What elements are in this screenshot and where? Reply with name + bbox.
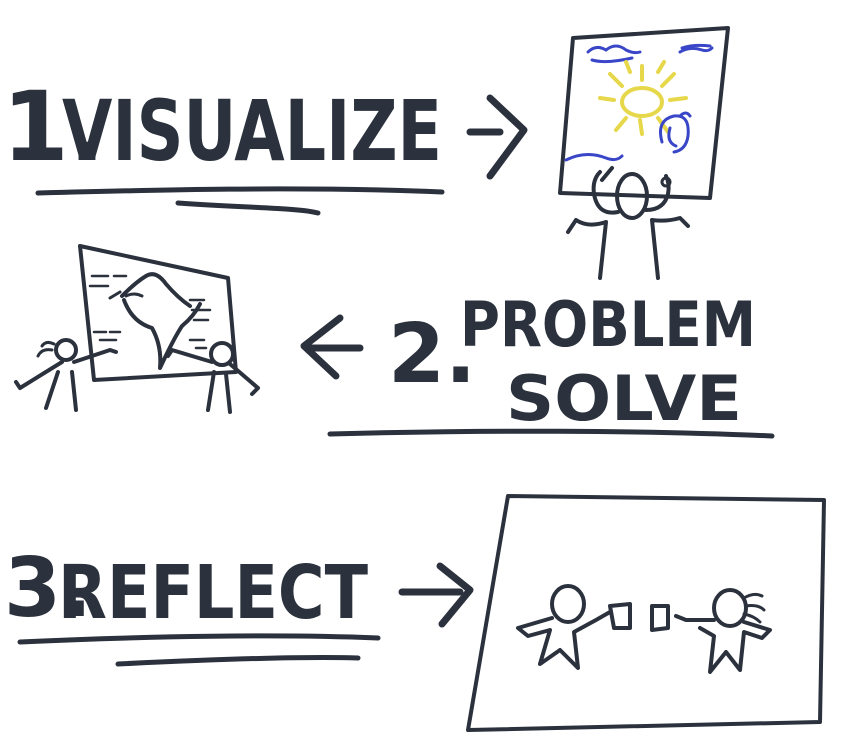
step-3-reflect: 3. Reflect [4, 494, 826, 732]
step-1-title: Visualize [62, 82, 442, 180]
whiteboard-team-icon [14, 244, 260, 414]
step-2-title-line2: Solve [506, 362, 742, 435]
step-1-number: 1. [2, 71, 105, 183]
right-arrow-icon [398, 562, 474, 628]
step-3-title: Reflect [58, 550, 368, 636]
step-1-underline [35, 186, 445, 216]
right-arrow-icon [466, 94, 528, 180]
toasting-people-icon [466, 494, 826, 732]
painting-person-icon [558, 26, 730, 280]
step-2-problem-solve: 2. Problem Solve [14, 244, 775, 439]
step-2-underline [327, 428, 775, 439]
left-arrow-icon [300, 314, 364, 380]
step-1-visualize: 1. Visualize [2, 26, 730, 280]
step-3-number: 3. [4, 541, 92, 636]
step-2-title-line1: Problem [460, 288, 756, 361]
step-3-underline [17, 633, 381, 667]
step-2-number: 2. [388, 307, 476, 402]
